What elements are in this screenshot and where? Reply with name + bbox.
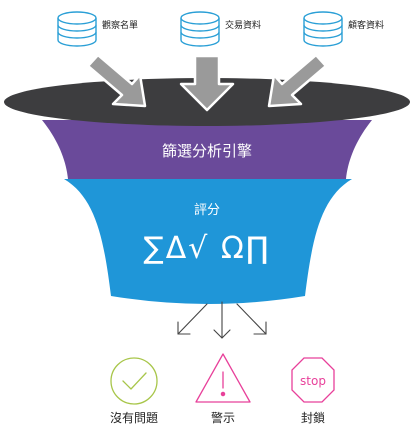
filter-engine-label: 篩選分析引擎: [162, 142, 252, 160]
scoring-symbols: ∑Δ√ Ω∏: [143, 231, 270, 266]
database-icon: [303, 11, 343, 47]
scoring-stage: [64, 179, 352, 304]
check-circle-icon: [110, 357, 158, 405]
warning-triangle-icon: [195, 353, 251, 403]
source-customers: 顧客資料: [303, 11, 384, 47]
arrow-right-icon: [236, 303, 267, 335]
outcome-label: 警示: [211, 410, 235, 425]
input-arrows: [86, 53, 328, 112]
outcome-block: stop 封鎖: [291, 357, 335, 425]
output-arrows: [177, 301, 267, 339]
database-icon: [57, 11, 97, 47]
outcome-alert: 警示: [195, 353, 251, 425]
arrow-icon: [86, 53, 147, 108]
stop-sign-text: stop: [300, 374, 326, 388]
database-icon: [180, 11, 220, 47]
outcome-label: 沒有問題: [110, 411, 158, 425]
source-watchlist: 觀察名單: [57, 11, 138, 47]
outcome-ok: 沒有問題: [110, 357, 158, 425]
source-label: 交易資料: [225, 19, 261, 31]
source-transactions: 交易資料: [180, 11, 261, 47]
arrow-icon: [179, 54, 235, 112]
arrow-left-icon: [177, 303, 208, 335]
scoring-title: 評分: [194, 203, 220, 218]
stop-sign-icon: stop: [291, 357, 335, 403]
outcome-label: 封鎖: [301, 410, 325, 425]
arrow-icon: [267, 53, 328, 108]
source-label: 觀察名單: [102, 19, 138, 31]
arrow-down-icon: [213, 301, 231, 339]
filter-engine-stage: [42, 120, 372, 179]
source-label: 顧客資料: [348, 19, 384, 31]
